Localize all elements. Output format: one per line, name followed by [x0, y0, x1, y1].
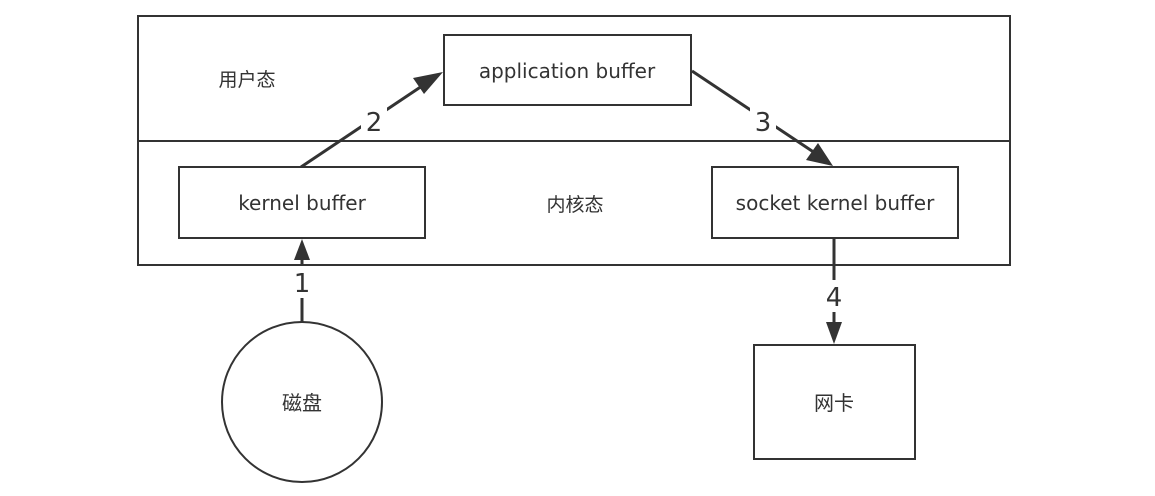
kernel-buffer-node: kernel buffer [178, 166, 426, 239]
disk-node: 磁盘 [221, 321, 383, 483]
user-space-label: 用户态 [218, 69, 275, 91]
nic-label: 网卡 [814, 391, 854, 415]
socket-kernel-buffer-node: socket kernel buffer [711, 166, 959, 239]
step-1-label: 1 [294, 269, 311, 299]
application-buffer-label: application buffer [479, 59, 656, 83]
kernel-buffer-label: kernel buffer [238, 191, 366, 215]
socket-kernel-buffer-label: socket kernel buffer [736, 191, 935, 215]
application-buffer-node: application buffer [443, 34, 692, 106]
disk-label: 磁盘 [282, 391, 322, 415]
kernel-space-label: 内核态 [546, 194, 603, 216]
step-3-label: 3 [755, 108, 772, 138]
step-4-label: 4 [826, 283, 843, 313]
step-2-label: 2 [366, 108, 383, 138]
nic-node: 网卡 [753, 344, 916, 460]
